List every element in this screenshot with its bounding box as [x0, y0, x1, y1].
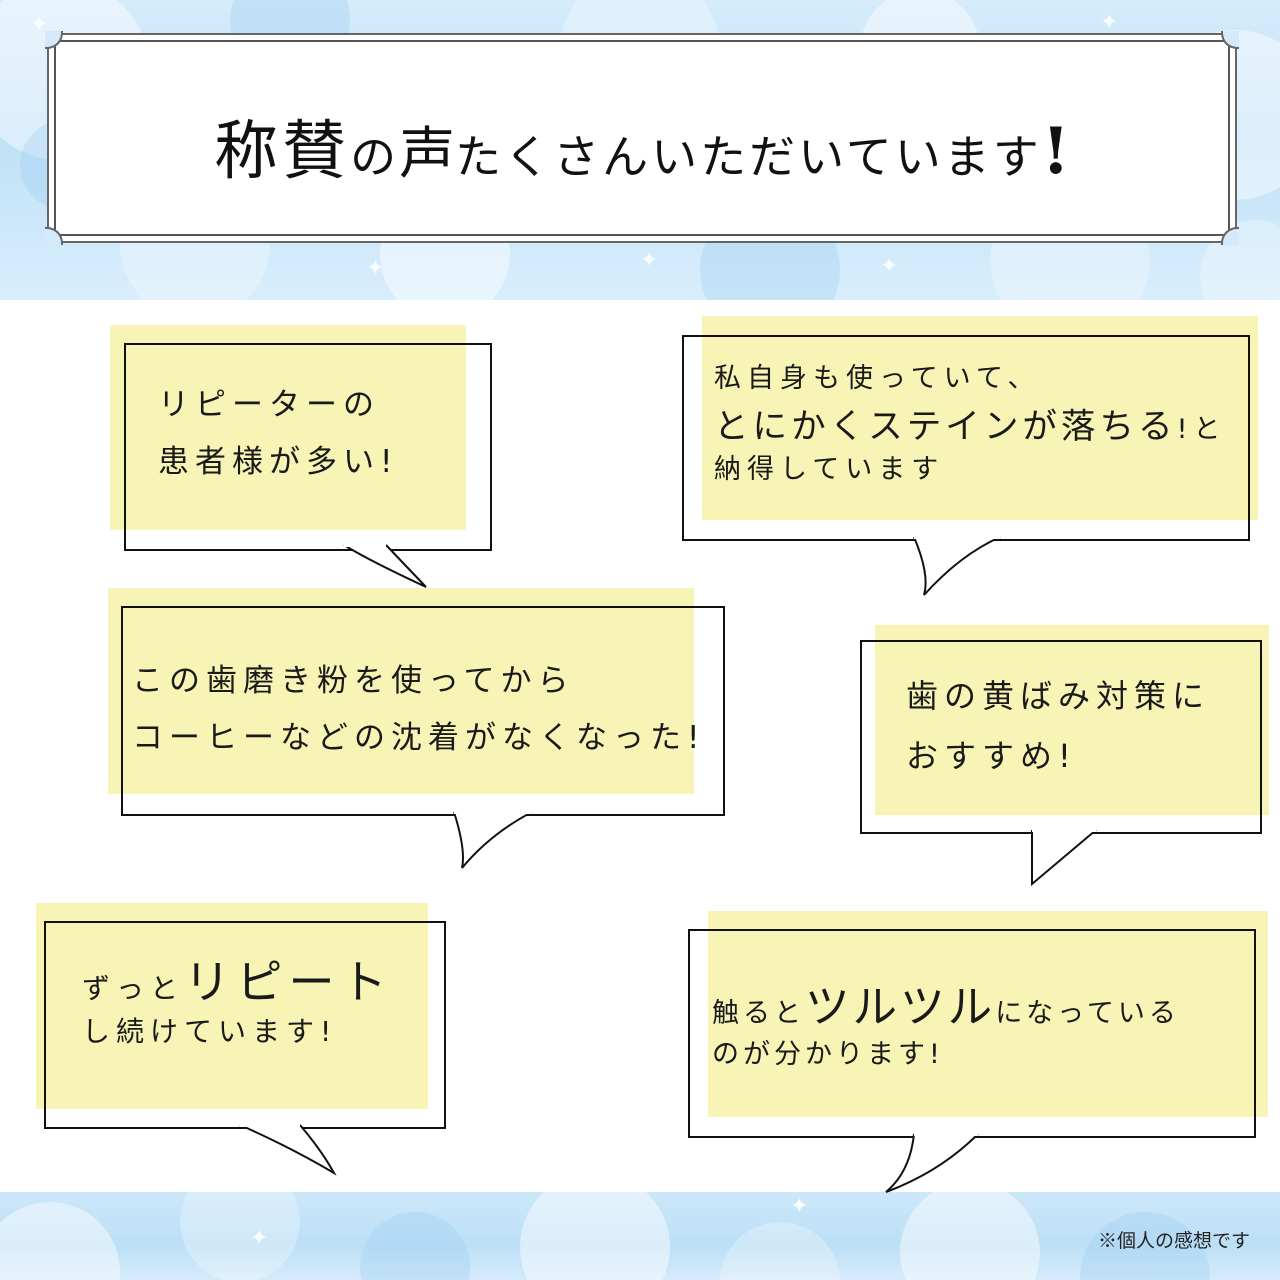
frame-corner-ornament	[1221, 227, 1239, 245]
review-text: 私自身も使っていて、 とにかくステインが落ちる!と 納得しています	[714, 363, 1227, 485]
review-text: 歯の黄ばみ対策に おすすめ!	[906, 677, 1211, 775]
disclaimer-note: ※個人の感想です	[1097, 1230, 1250, 1252]
review-text: 触るとツルツルになっている のが分かります!	[712, 981, 1180, 1070]
frame-corner-ornament	[45, 31, 63, 49]
title-frame: 称賛の声たくさんいただいています!	[45, 31, 1239, 245]
highlight-block	[110, 325, 466, 530]
review-text: ずっとリピート し続けています!	[82, 955, 393, 1048]
speech-bubble-tail	[453, 810, 533, 869]
speech-bubble	[121, 606, 725, 816]
frame-corner-ornament	[45, 227, 63, 245]
bottom-bokeh-background: ✦ ✦	[0, 1192, 1280, 1280]
highlight-block	[108, 588, 694, 794]
speech-bubble-tail	[343, 543, 427, 588]
highlight-block	[875, 625, 1269, 815]
highlight-block	[702, 316, 1258, 520]
review-text: この歯磨き粉を使ってから コーヒーなどの沈着がなくなった!	[132, 663, 706, 756]
page-title: 称賛の声たくさんいただいています!	[214, 114, 1070, 189]
speech-bubble-tail	[1031, 828, 1097, 887]
speech-bubble-tail	[885, 1132, 979, 1193]
speech-bubble	[124, 343, 492, 551]
frame-corner-ornament	[1221, 31, 1239, 49]
highlight-block	[708, 911, 1268, 1117]
review-text: リピーターの 患者様が多い!	[158, 387, 399, 480]
speech-bubble-tail	[913, 535, 1001, 596]
highlight-block	[36, 903, 428, 1109]
speech-bubble-tail	[239, 1123, 337, 1176]
